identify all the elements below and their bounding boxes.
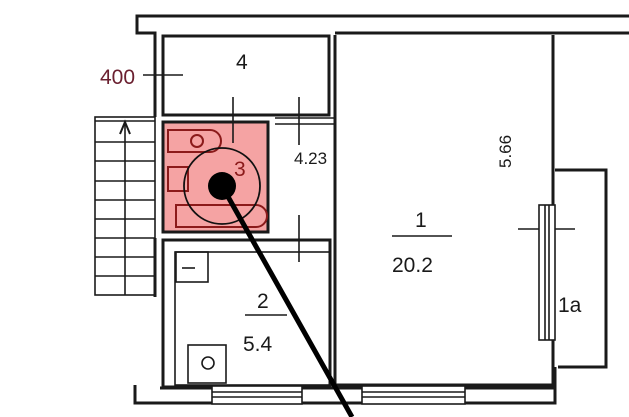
room-2[interactable]: [161, 238, 332, 389]
balcony-1a[interactable]: [538, 168, 608, 369]
room-2-area: 5.4: [243, 333, 273, 356]
windows: [211, 385, 466, 405]
staircase: [94, 116, 156, 296]
bathtub-fixture: [175, 204, 268, 228]
dimension-left-label: 400: [100, 66, 135, 89]
room-2-number: 2: [257, 290, 269, 313]
balcony-door: [538, 204, 556, 341]
location-marker[interactable]: [183, 147, 355, 417]
sink-fixture: [175, 251, 209, 283]
room-4[interactable]: [161, 34, 331, 117]
room-1-area: 20.2: [392, 254, 433, 277]
room-1a-label: 1a: [558, 294, 582, 317]
room-1[interactable]: [333, 35, 555, 387]
stair-arrow-icon: [119, 119, 131, 135]
room-3-number: 3: [234, 158, 246, 181]
marker-dot-icon: [208, 172, 236, 200]
marker-ring: [183, 147, 261, 225]
dimension-height-label: 5.66: [496, 135, 515, 168]
marker-pointer-line: [219, 184, 355, 417]
toilet-fixture: [167, 129, 222, 153]
room-1-number: 1: [415, 209, 427, 232]
dimension-width-label: 4.23: [294, 149, 327, 168]
room-4-number: 4: [236, 51, 248, 74]
stove-fixture: [187, 344, 227, 384]
sink-fixture: [167, 166, 189, 192]
